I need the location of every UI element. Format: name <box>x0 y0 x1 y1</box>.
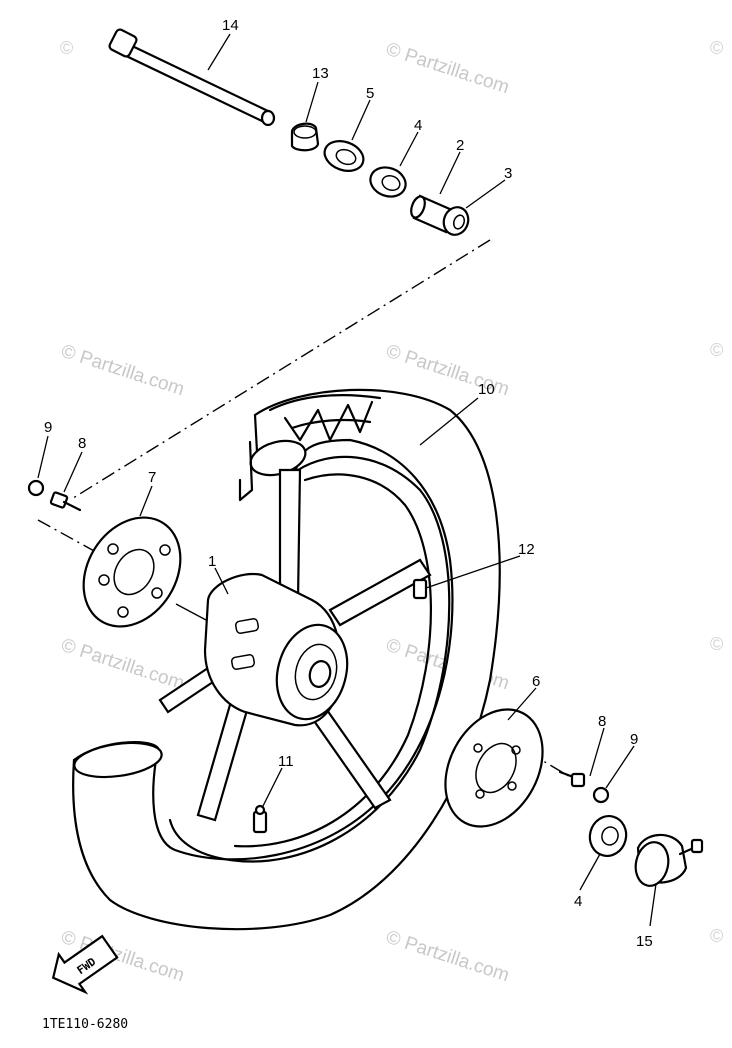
callout-10: 10 <box>478 381 495 398</box>
callout-14: 14 <box>222 17 239 34</box>
callout-9: 9 <box>44 419 52 436</box>
part-tire <box>72 388 501 931</box>
callout-11: 11 <box>278 753 294 770</box>
part-valve <box>252 804 268 834</box>
part-bearing <box>369 166 407 198</box>
callout-5: 5 <box>366 85 374 102</box>
part-balance-weight <box>412 578 428 600</box>
part-nut-right <box>592 786 610 804</box>
callout-15: 15 <box>636 933 653 950</box>
leader-lines <box>37 33 657 927</box>
watermark-symbol: © <box>710 340 723 360</box>
part-collar <box>290 122 320 152</box>
part-bolt-right <box>558 770 586 788</box>
watermark: © Partzilla.com <box>58 341 186 401</box>
callout-9: 9 <box>630 731 638 748</box>
callout-13: 13 <box>312 65 329 82</box>
watermark-symbol: © <box>60 38 73 58</box>
part-nut-left <box>27 479 45 497</box>
watermark: © Partzilla.com <box>383 927 511 987</box>
part-axle <box>108 28 276 127</box>
callout-7: 7 <box>148 469 156 486</box>
callout-12: 12 <box>518 541 535 558</box>
part-meter-gear-unit <box>634 833 704 887</box>
watermark-symbol: © <box>710 926 723 946</box>
watermark-symbol: © <box>710 38 723 58</box>
assembly-centerline <box>69 239 491 501</box>
callout-4: 4 <box>414 117 422 134</box>
callout-8: 8 <box>78 435 86 452</box>
callout-1: 1 <box>208 553 216 570</box>
callout-4: 4 <box>574 893 582 910</box>
part-spacer <box>410 194 454 234</box>
callout-8: 8 <box>598 713 606 730</box>
watermark: © Partzilla.com <box>58 635 186 695</box>
forward-direction-arrow: FWD <box>51 934 119 995</box>
part-oil-seal <box>323 140 365 172</box>
callout-3: 3 <box>504 165 512 182</box>
callout-labels: 14 13 5 4 2 3 10 9 8 7 1 12 6 8 9 11 4 1… <box>44 17 653 950</box>
part-brake-disc-left <box>82 516 182 628</box>
part-wheel-hub <box>203 572 349 727</box>
part-brake-disc-right <box>444 708 544 828</box>
callout-6: 6 <box>532 673 540 690</box>
part-bolt-left <box>49 491 82 512</box>
callout-2: 2 <box>456 137 464 154</box>
part-wheel-spokes <box>158 468 432 822</box>
part-bearing-lower <box>588 815 628 857</box>
assembly-centerline <box>37 519 97 553</box>
drawing-code: 1TE110-6280 <box>42 1017 128 1032</box>
part-spacer-flange <box>442 206 470 236</box>
watermark-symbol: © <box>710 634 723 654</box>
watermark: © Partzilla.com <box>383 39 511 99</box>
